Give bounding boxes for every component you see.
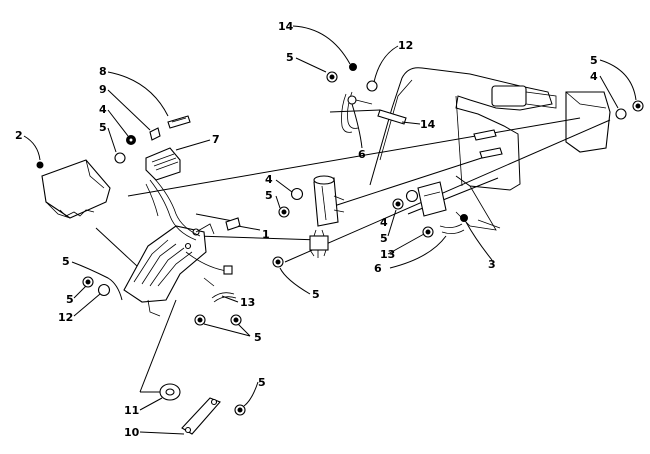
- link-bar: [181, 397, 221, 435]
- callout-labels: 14 12 5 5 4 8 9 4 5 2 7 14 6 4 5 1 5 4 5…: [15, 20, 598, 439]
- frame-bracket: [369, 67, 557, 231]
- callout-3: 5: [62, 255, 70, 268]
- callout-4: 4: [265, 173, 273, 186]
- bushing: [159, 383, 181, 401]
- callout-4: 4: [590, 70, 598, 83]
- callout-2: 2: [15, 129, 23, 142]
- right-mounting-plate: [565, 91, 611, 153]
- callout-5: 5: [590, 54, 598, 67]
- callout-9: 9: [99, 83, 107, 96]
- bolts: [377, 109, 503, 159]
- callout-5: 5: [258, 376, 266, 389]
- callout-1: 1: [262, 228, 270, 241]
- callout-5: 5: [99, 121, 107, 134]
- callout-11: 11: [124, 404, 139, 417]
- callout-5: 4: [380, 216, 388, 229]
- callout-5: 5: [286, 51, 294, 64]
- callout-5: 5: [254, 331, 262, 344]
- switch-assembly: [145, 147, 181, 181]
- callout-5: 13: [380, 248, 395, 261]
- decal: [167, 115, 191, 129]
- callout-leaders: [23, 25, 637, 435]
- callout-10: 10: [124, 426, 140, 439]
- callout-6: 3: [488, 258, 496, 271]
- callout-4: 4: [99, 103, 107, 116]
- control-box: [41, 159, 111, 219]
- callout-12: 12: [398, 39, 413, 52]
- main-bracket: [123, 223, 215, 317]
- wire-harness: [145, 177, 233, 287]
- solenoid: [309, 229, 329, 258]
- callout-14: 14: [278, 20, 294, 33]
- callout-5: 5: [265, 189, 273, 202]
- callout-14: 14: [420, 118, 436, 131]
- assembly-lines: [95, 109, 611, 393]
- callout-12: 12: [58, 311, 73, 324]
- relay: [313, 175, 345, 227]
- callout-5: 5: [312, 288, 320, 301]
- callout-4: 5: [380, 232, 388, 245]
- wire-clip-lower: [439, 223, 465, 234]
- callout-5: 5: [66, 293, 74, 306]
- wire-clip-13: [211, 292, 237, 303]
- callout-6: 6: [358, 148, 366, 161]
- wire-clip-upper: [341, 91, 373, 133]
- nuts-washers: [36, 63, 644, 416]
- callout-7: 7: [212, 133, 220, 146]
- callout-8: 8: [99, 65, 107, 78]
- module: [417, 181, 447, 217]
- clip: [149, 127, 161, 141]
- callout-13: 6: [374, 262, 382, 275]
- callout-13: 13: [240, 296, 255, 309]
